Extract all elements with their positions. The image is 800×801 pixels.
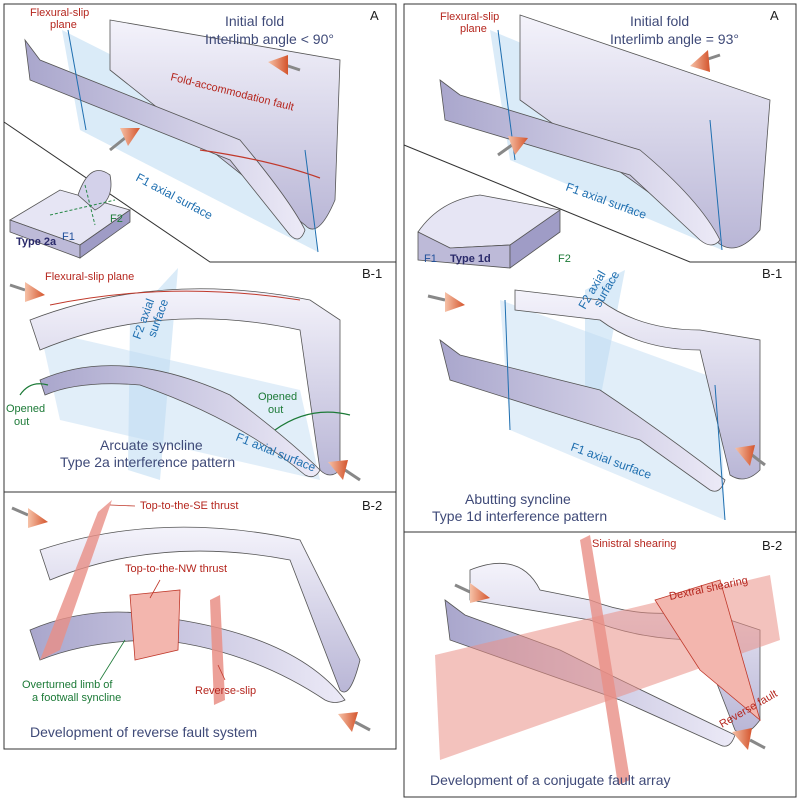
left-b2-overturned-2: a footwall syncline bbox=[32, 692, 121, 704]
compression-arrow-icon-8 bbox=[497, 136, 528, 157]
right-b2-sinistral: Sinistral shearing bbox=[592, 538, 676, 550]
f1-axial-line-b1-right bbox=[504, 299, 511, 431]
right-panel-a: A Initial fold Interlimb angle = 93° Fle… bbox=[417, 8, 779, 269]
inset-type-label-right: Type 1d bbox=[450, 253, 491, 265]
left-column: A Initial fold Interlimb angle < 90° Fle… bbox=[3, 3, 397, 750]
left-b1-opened-2: out bbox=[14, 416, 29, 428]
inset-f2-label: F2 bbox=[110, 213, 123, 225]
fold-back-limb bbox=[109, 19, 341, 230]
left-b1-opened-1: Opened bbox=[6, 403, 45, 415]
leader-line bbox=[109, 504, 136, 507]
compression-arrow-icon bbox=[268, 55, 301, 75]
compression-arrow-icon-7 bbox=[690, 50, 721, 72]
compression-arrow-icon-6 bbox=[338, 712, 371, 732]
compression-arrow-icon-4 bbox=[328, 460, 361, 482]
left-b2-reverse-slip: Reverse-slip bbox=[195, 685, 256, 697]
compression-arrow-icon-9 bbox=[427, 292, 465, 312]
left-b2-se-thrust: Top-to-the-SE thrust bbox=[140, 500, 238, 512]
left-b1-opened-4: out bbox=[268, 404, 283, 416]
flexural-slip-line bbox=[49, 290, 301, 306]
left-a-letter: A bbox=[370, 8, 379, 23]
inset-f2-label-right: F2 bbox=[558, 253, 571, 265]
right-b2-letter: B-2 bbox=[762, 538, 782, 553]
right-divider-a-b1 bbox=[403, 144, 796, 263]
left-b2-nw-thrust: Top-to-the-NW thrust bbox=[125, 563, 227, 575]
left-b1-flex-slip: Flexural-slip plane bbox=[45, 271, 134, 283]
right-a-title-2: Interlimb angle = 93° bbox=[610, 31, 739, 47]
inset-f1-label: F1 bbox=[62, 231, 75, 243]
left-b1-caption-1: Arcuate syncline bbox=[100, 437, 203, 453]
right-panel-b1: B-1 F2 axial surface F1 axial surface Ab… bbox=[427, 266, 782, 524]
right-a-title-1: Initial fold bbox=[630, 13, 689, 29]
leader-line-2 bbox=[149, 579, 161, 599]
right-a-flex-slip-1: Flexural-slip bbox=[440, 11, 499, 23]
left-divider-a-b1 bbox=[3, 121, 396, 263]
leader-line-4 bbox=[217, 664, 226, 681]
compression-arrow-icon-11 bbox=[454, 583, 490, 603]
right-frame bbox=[403, 3, 797, 798]
left-frame bbox=[3, 3, 397, 750]
leader-line-3 bbox=[99, 639, 126, 681]
compression-arrow-icon-2 bbox=[109, 128, 140, 152]
left-b1-opened-3: Opened bbox=[258, 391, 297, 403]
reverse-fault-plane bbox=[654, 579, 761, 722]
left-panel-a: A Initial fold Interlimb angle < 90° Fle… bbox=[9, 7, 379, 259]
f1-axial-line bbox=[67, 29, 87, 131]
left-b1-letter: B-1 bbox=[362, 266, 382, 281]
right-column: A Initial fold Interlimb angle = 93° Fle… bbox=[403, 3, 797, 798]
f1-axial-line-right-2 bbox=[709, 119, 723, 251]
right-b1-caption-2: Type 1d interference pattern bbox=[432, 508, 607, 524]
se-thrust-plane bbox=[40, 500, 112, 660]
left-b1-caption-2: Type 2a interference pattern bbox=[60, 454, 235, 470]
compression-arrow-icon-5 bbox=[11, 506, 48, 528]
compression-arrow-icon-10 bbox=[735, 445, 766, 467]
left-inset-type2a: Type 2a F1 F2 bbox=[9, 170, 131, 259]
right-b2-caption: Development of a conjugate fault array bbox=[430, 772, 670, 788]
right-a-flex-slip-2: plane bbox=[460, 23, 487, 35]
b2-fold-back bbox=[39, 526, 361, 693]
left-a-title-1: Initial fold bbox=[225, 13, 284, 29]
left-a-title-2: Interlimb angle < 90° bbox=[205, 31, 334, 47]
fold-front-limb bbox=[24, 38, 306, 240]
right-a-letter: A bbox=[770, 8, 779, 23]
left-b2-caption: Development of reverse fault system bbox=[30, 724, 257, 740]
right-inset-type1d: Type 1d F1 F2 bbox=[417, 194, 571, 269]
left-a-flex-slip-2: plane bbox=[50, 19, 77, 31]
arcuate-front-limb bbox=[39, 365, 321, 478]
f1-axial-line-b1-right-2 bbox=[714, 384, 726, 521]
right-b1-letter: B-1 bbox=[762, 266, 782, 281]
left-panel-b1: B-1 Flexural-slip plane F2 axial surface… bbox=[6, 266, 382, 482]
opened-out-arc-left bbox=[19, 383, 49, 396]
right-b1-caption-1: Abutting syncline bbox=[465, 491, 571, 507]
sinistral-shearing-plane bbox=[580, 535, 630, 785]
inset-type-label: Type 2a bbox=[16, 236, 57, 248]
right-panel-b2: B-2 Sinistral shearing Dextral shearing … bbox=[430, 535, 782, 788]
reverse-slip-plane bbox=[210, 595, 225, 705]
left-panel-b2: B-2 Top-to-the-SE thrust Top-to-the-NW t… bbox=[11, 498, 382, 740]
abutting-front-limb bbox=[439, 339, 726, 492]
left-a-flex-slip-1: Flexural-slip bbox=[30, 7, 89, 19]
left-b2-letter: B-2 bbox=[362, 498, 382, 513]
nw-thrust-plane bbox=[129, 589, 181, 661]
compression-arrow-icon-3 bbox=[9, 282, 45, 302]
abutting-back-limb bbox=[514, 289, 761, 480]
arcuate-back-limb bbox=[29, 288, 341, 476]
inset-f1-label-right: F1 bbox=[424, 253, 437, 265]
f1-axial-line-2 bbox=[304, 149, 319, 253]
left-b2-overturned-1: Overturned limb of bbox=[22, 679, 113, 691]
fold-accommodation-fault bbox=[199, 149, 321, 179]
opened-out-arc-right bbox=[274, 411, 351, 431]
compression-arrow-icon-12 bbox=[732, 728, 766, 750]
